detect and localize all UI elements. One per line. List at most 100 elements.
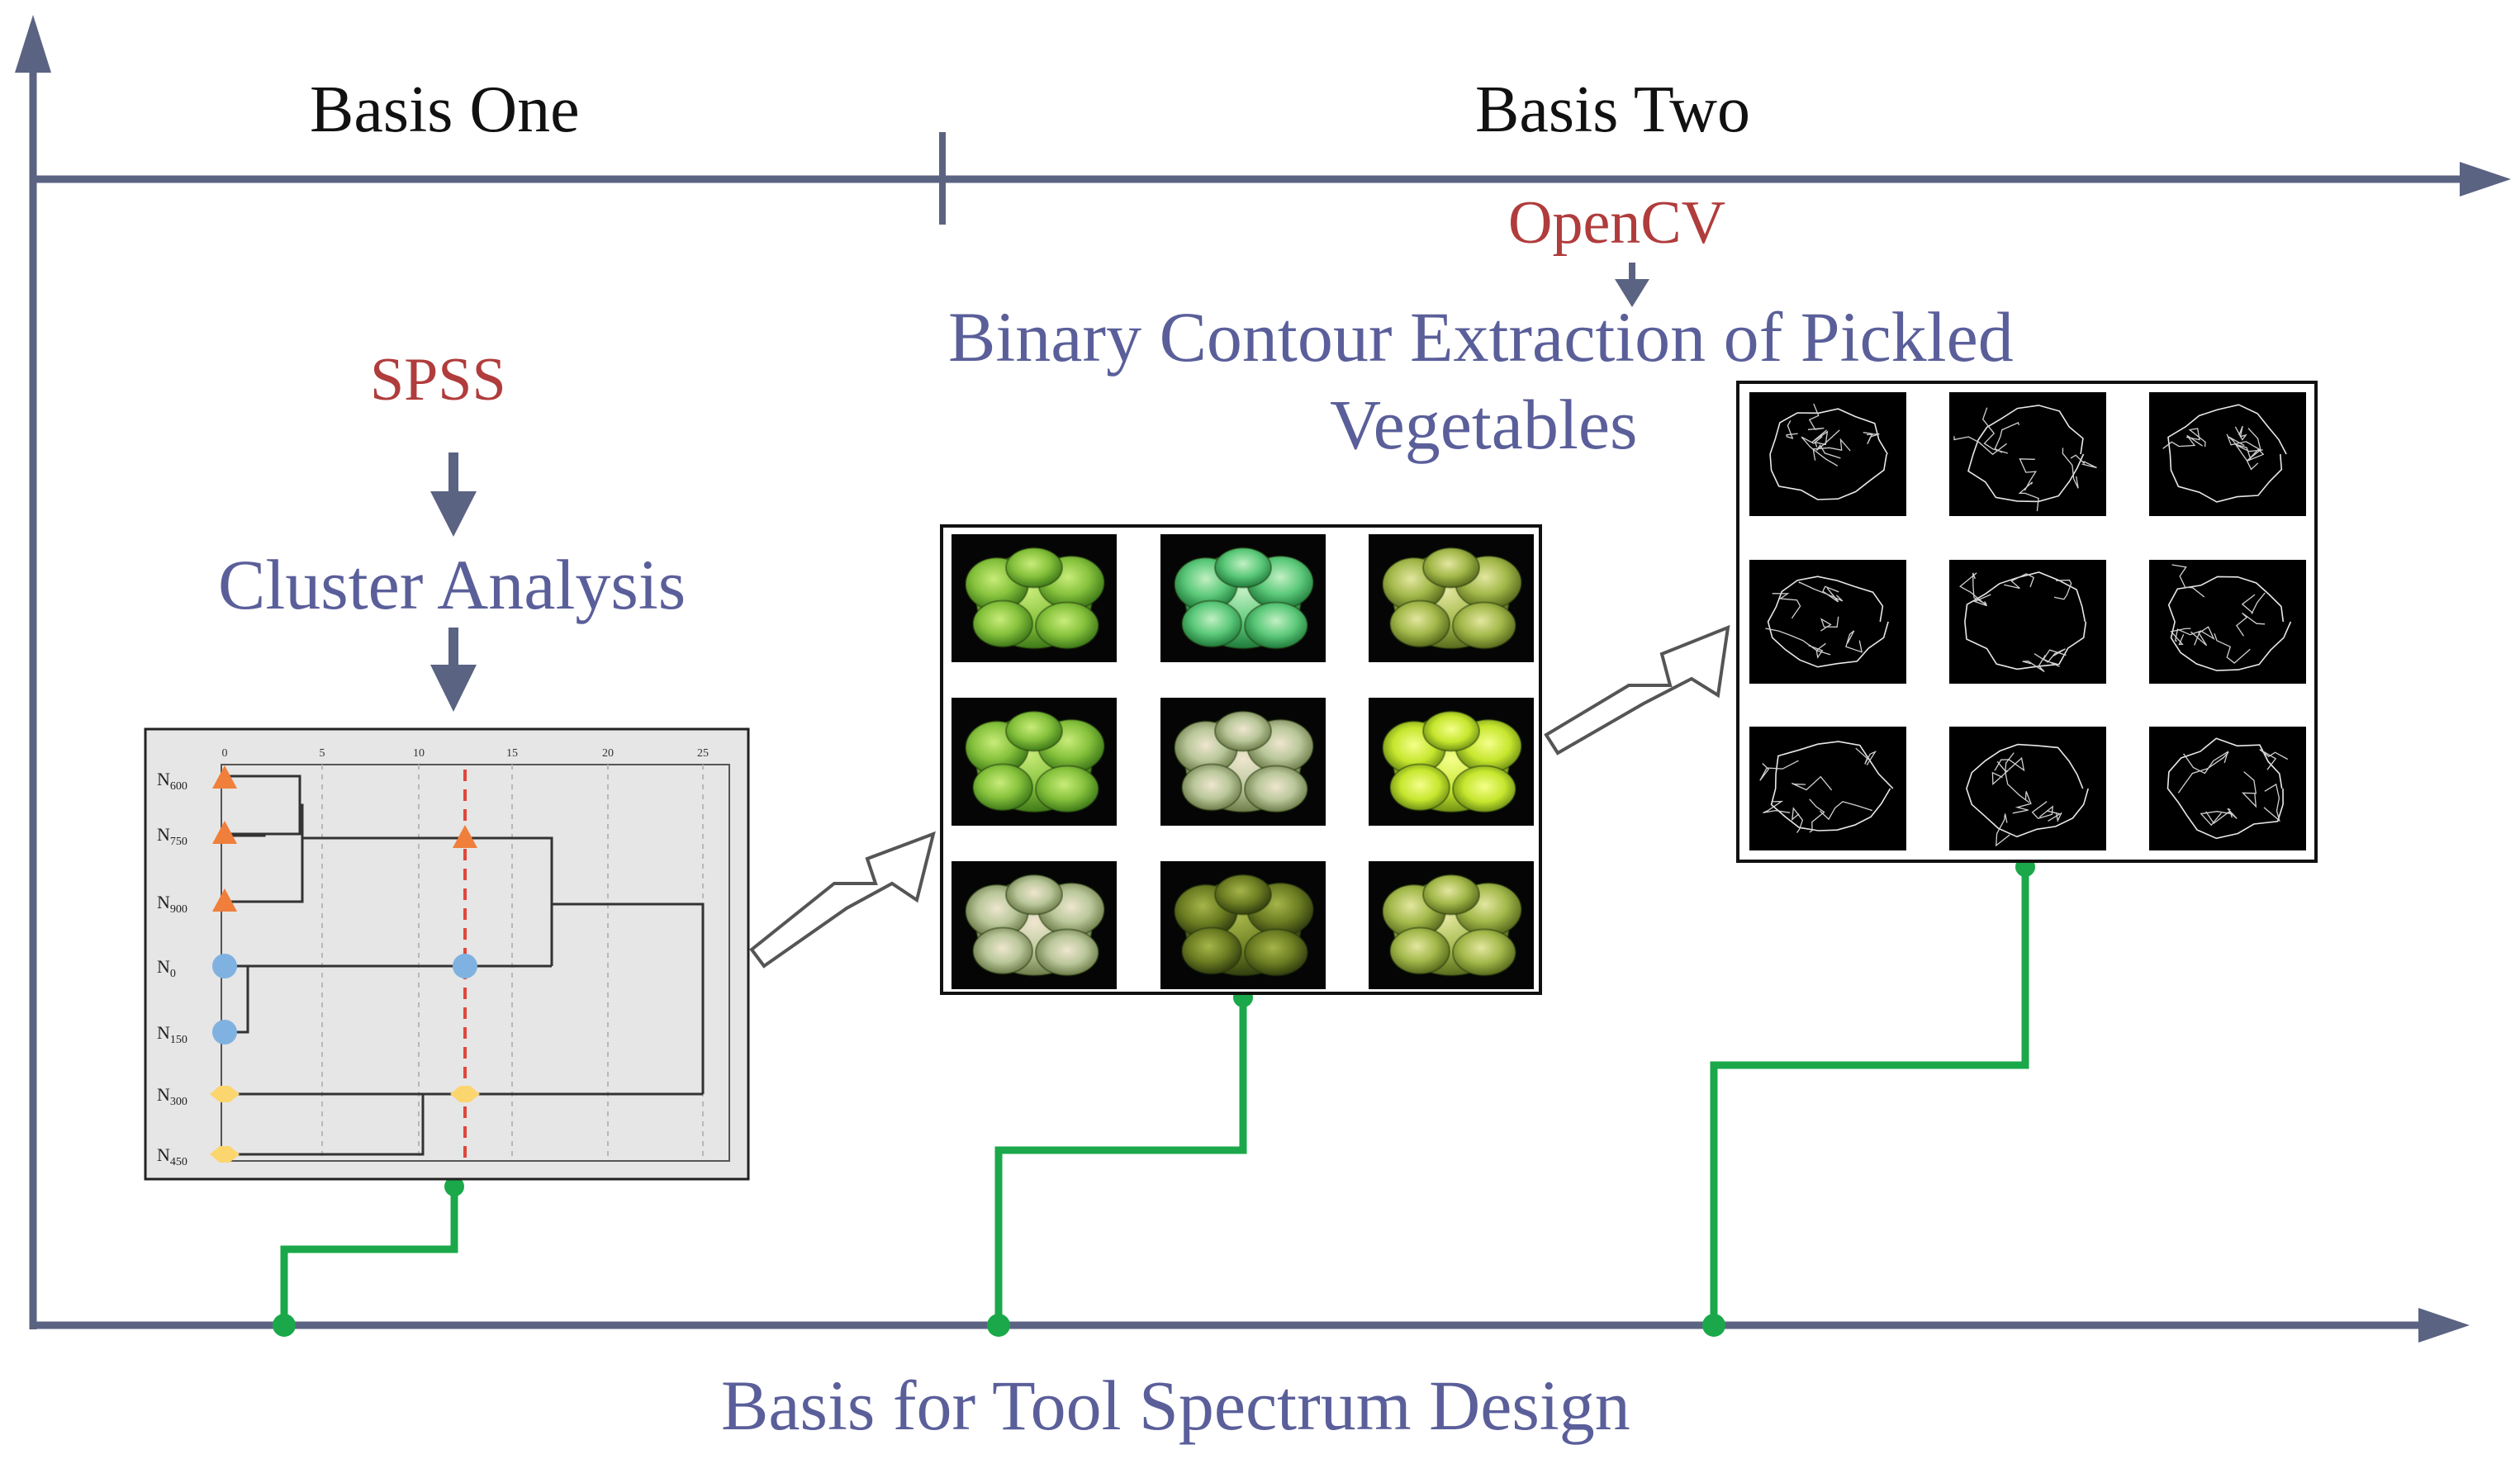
hollow-arrow-1 [749,831,936,969]
contour-outline [1966,743,2089,838]
dendrogram-row-marker [212,954,237,978]
cluster-down-arrow-head [430,665,477,712]
vegetable-lump [972,599,1033,648]
dendrogram-row-label: N900 [157,892,187,916]
contour-edge-line [1994,422,2020,453]
contour-edge-line [2070,454,2097,469]
vegetable-lump [1422,710,1480,752]
vegetable-lump [1389,926,1450,975]
hollow-arrow-2 [1544,624,1730,756]
contour-edge-line [2031,801,2053,820]
vegetable-lump [1244,928,1308,977]
contour-edge-line [2162,434,2203,449]
contour-edge-line [2183,751,2229,775]
link-orange-top [302,836,553,966]
vegetable-lump [1035,601,1099,650]
contour-outline [2167,404,2287,503]
dendrogram-row-label: N150 [157,1022,187,1046]
cutoff-cluster-marker [450,1086,480,1102]
contour-outline [2166,737,2284,840]
contour-edge-tile [2149,392,2306,516]
link-a [225,834,266,837]
cutoff-cluster-marker [453,825,477,848]
contour-edge-line [1981,407,2008,454]
contour-edge-line [2174,628,2201,646]
contour-edge-line [2062,448,2079,489]
contour-edge-line [2053,579,2072,600]
contour-edge-line [1812,438,1851,461]
process-arrows [749,624,1730,969]
spss-label: SPSS [370,346,506,414]
contour-edge-line [1759,760,1799,781]
contour-edge-line [1811,429,1829,448]
contour-outline [1767,576,1889,668]
vegetable-lump [1422,874,1480,916]
dendrogram-row-marker [212,888,237,912]
contour-edge-line [2171,564,2205,598]
vegetable-lump [1005,710,1063,752]
link-orange-cluster [225,803,304,903]
bottom-node-2 [987,1314,1010,1337]
vegetable-lump [1244,765,1308,813]
vegetable-lump [1389,599,1450,648]
dendrogram-tick-label: 20 [602,747,614,760]
contour-edge-line [1972,572,1987,605]
vegetable-lump [1005,874,1063,916]
green-connectors [280,867,2029,1325]
dendrogram-tick-label: 15 [506,747,518,760]
contour-edge-line [1820,616,1839,632]
dendrogram-node [444,1177,464,1196]
contour-edge-line [1863,432,1880,445]
vegetable-lump [972,926,1033,975]
contour-edge-line [1822,585,1839,603]
cutoff-cluster-marker [453,954,477,978]
contour-edge-line [2241,592,2266,614]
vegetable-lump [1035,765,1099,813]
contour-edge-line [1772,593,1801,619]
contour-edge-line [1763,800,1791,813]
contour-edge-line [2170,628,2191,646]
contour-edge-tile [1749,727,1906,850]
contour-edge-line [2234,443,2263,460]
bottom-node-1 [273,1314,296,1337]
bottom-node-3 [1702,1314,1725,1337]
opencv-down-arrow-head [1615,279,1649,307]
contour-edge-line [1855,747,1877,765]
contour-outline [2167,576,2292,671]
contour-edge-line [1815,429,1841,459]
contour-edge-tile [1949,392,2106,516]
contour-edge-line [1845,630,1863,653]
contour-edge-line [2228,436,2261,462]
contour-edge-line [1798,581,1844,602]
contour-edge-line [1791,807,1804,833]
dendrogram-background [144,727,750,1181]
contour-edge-line [1959,572,1991,607]
opencv-label: OpenCV [1508,189,1726,257]
connector-vegetable-grid [994,997,1247,1325]
vegetable-lump [1389,763,1450,812]
basis-two-label: Basis Two [1475,73,1750,146]
dendrogram-row-label: N600 [157,769,187,793]
binary-contour-label-line1: Binary Contour Extraction of Pickled [948,297,2014,377]
contour-edge-line [1807,642,1826,659]
contour-outline [1967,405,2085,503]
dendrogram-cutoff-markers [450,825,480,1102]
contour-edge-line [2034,648,2066,663]
vegetable-lump [1452,601,1516,650]
axes [15,15,2511,1343]
top-axis-arrowhead [2460,162,2511,197]
dendrogram-row-marker [210,1146,240,1163]
dendrogram-row-marker [212,821,237,844]
contour-edge-line [1786,419,1798,439]
dendrogram-tick-label: 5 [320,747,325,760]
vegetable-image-grid [940,524,1542,995]
link-yellow [225,1092,425,1156]
vegetable-lump [1181,926,1242,975]
dendrogram-row-marker [210,1086,240,1102]
dendrogram-row-label: N0 [157,956,176,980]
link-mid [552,902,705,1094]
vegetable-lump [1214,710,1272,752]
